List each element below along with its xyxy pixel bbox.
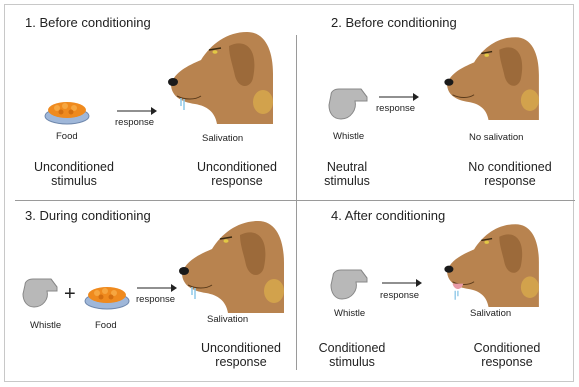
panel-3-response-type: Unconditioned response <box>191 341 291 369</box>
dog-no-salivation-icon <box>444 37 539 121</box>
panel-1-arrow <box>117 107 157 115</box>
panel-3-response-type-line2: response <box>215 355 267 369</box>
dog-salivating-icon <box>179 221 284 313</box>
panel-2-title: 2. Before conditioning <box>331 15 457 30</box>
panel-3-title: 3. During conditioning <box>25 208 151 223</box>
panel-3-arrow-label: response <box>136 294 176 305</box>
panel-4-stimulus-type-line1: Conditioned <box>318 341 386 355</box>
panel-4-arrow-label: response <box>380 290 420 301</box>
panel-4-title: 4. After conditioning <box>331 208 446 223</box>
panel-1-arrow-label: response <box>115 117 155 128</box>
dog-salivating-tongue-icon <box>444 224 539 307</box>
panel-1-title: 1. Before conditioning <box>25 15 151 30</box>
whistle-icon <box>22 278 58 308</box>
panel-2-stimulus-type-line2: stimulus <box>324 174 370 188</box>
panel-4-response-type-line1: Conditioned <box>473 341 541 355</box>
panel-2-response-type-line2: response <box>484 174 536 188</box>
food-bowl-icon <box>44 102 90 125</box>
panel-3-response-caption: Salivation <box>207 314 249 325</box>
panel-2-arrow-label: response <box>376 103 416 114</box>
panel-2-response-type: No conditioned response <box>453 160 567 188</box>
panel-3-stimulus-caption-a: Whistle <box>30 320 62 331</box>
panel-2-stimulus-type: Neutral stimulus <box>305 160 389 188</box>
panel-1-response-type-line1: Unconditioned <box>197 160 277 174</box>
panel-3-response-type-line1: Unconditioned <box>201 341 281 355</box>
panel-4-response-type-line2: response <box>481 355 533 369</box>
panel-4-stimulus-type-line2: stimulus <box>329 355 375 369</box>
panel-2-stimulus-type-line1: Neutral <box>326 160 368 174</box>
panel-2-stimulus-caption: Whistle <box>333 131 365 142</box>
panel-1-stimulus-caption: Food <box>56 131 78 142</box>
whistle-icon <box>328 88 368 120</box>
whistle-icon <box>330 269 368 300</box>
panel-1-stimulus-type-line2: stimulus <box>51 174 97 188</box>
diagram-frame: 1. Before conditioning Food response Sal… <box>4 4 575 382</box>
horizontal-divider <box>15 200 575 201</box>
panel-4-stimulus-caption: Whistle <box>334 308 366 319</box>
panel-2-response-type-line1: No conditioned <box>468 160 552 174</box>
dog-salivating-icon <box>168 32 273 124</box>
vertical-divider <box>296 35 297 370</box>
panel-1-response-caption: Salivation <box>202 133 244 144</box>
food-bowl-icon <box>84 287 130 310</box>
panel-1-stimulus-type: Unconditioned stimulus <box>19 160 129 188</box>
panel-4-stimulus-type: Conditioned stimulus <box>305 341 399 369</box>
panel-2-response-caption: No salivation <box>469 132 524 143</box>
panel-2-arrow <box>379 93 419 101</box>
panel-3-arrow <box>137 284 177 292</box>
panel-1-response-type-line2: response <box>211 174 263 188</box>
panel-1-response-type: Unconditioned response <box>187 160 287 188</box>
panel-4-arrow <box>382 279 422 287</box>
panel-1-stimulus-type-line1: Unconditioned <box>34 160 114 174</box>
panel-4-response-type: Conditioned response <box>459 341 555 369</box>
panel-3-stimulus-caption-b: Food <box>95 320 117 331</box>
plus-sign: + <box>64 283 76 305</box>
panel-4-response-caption: Salivation <box>470 308 512 319</box>
